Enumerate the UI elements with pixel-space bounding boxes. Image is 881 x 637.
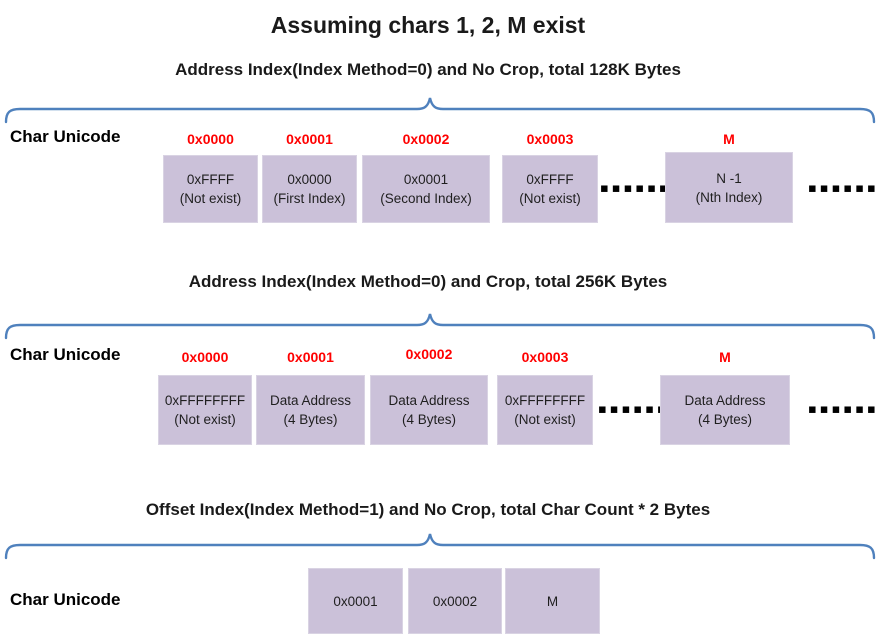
memory-cell: 0xFFFFFFFF (Not exist)	[497, 375, 593, 445]
cell-value: Data Address	[269, 393, 352, 408]
unicode-label: 0x0001	[286, 131, 333, 147]
cell-value: 0xFFFFFFFF	[504, 393, 586, 408]
ellipsis-dots: ▪▪▪▪▪▪	[808, 181, 879, 196]
memory-cell: Data Address (4 Bytes)	[256, 375, 365, 445]
memory-cell: Data Address (4 Bytes)	[660, 375, 790, 445]
diagram-title: Assuming chars 1, 2, M exist	[270, 12, 586, 38]
unicode-label: 0x0003	[521, 349, 569, 365]
overbrace-icon	[4, 97, 876, 124]
memory-cell: 0x0000 (First Index)	[262, 155, 357, 223]
section1-header: Address Index(Index Method=0) and No Cro…	[175, 60, 681, 79]
cell-value: 0xFFFFFFFF	[164, 393, 246, 408]
cell-value: N -1	[716, 170, 742, 186]
cell-value: 0x0000	[287, 172, 332, 187]
memory-cell: Data Address (4 Bytes)	[370, 375, 488, 445]
cell-caption: (4 Bytes)	[697, 412, 752, 427]
cell-value: Data Address	[684, 393, 766, 408]
cell-caption: (Not exist)	[174, 412, 236, 427]
memory-cell: M	[505, 568, 600, 634]
cell-value: 0xFFFF	[186, 172, 235, 187]
cell-caption: (4 Bytes)	[401, 412, 456, 427]
memory-cell: 0x0001	[308, 568, 403, 634]
ellipsis-dots: ▪▪▪▪▪▪	[598, 402, 669, 417]
ellipsis-dots: ▪▪▪▪▪▪	[808, 402, 879, 417]
unicode-label: M	[719, 349, 731, 365]
cell-value: M	[546, 593, 559, 609]
memory-cell: N -1 (Nth Index)	[665, 152, 793, 223]
unicode-label: 0x0000	[187, 131, 234, 147]
cell-caption: (Not exist)	[514, 412, 576, 427]
cell-caption: (Second Index)	[380, 191, 472, 206]
cell-value: 0x0001	[333, 593, 378, 609]
section2-row-label: Char Unicode	[10, 345, 121, 364]
cell-caption: (Not exist)	[179, 191, 242, 206]
cell-value: 0xFFFF	[526, 172, 574, 187]
unicode-label: 0x0000	[181, 349, 229, 365]
overbrace-icon	[4, 313, 876, 340]
section2-header: Address Index(Index Method=0) and Crop, …	[188, 272, 668, 291]
ellipsis-dots: ▪▪▪▪▪▪	[600, 181, 671, 196]
cell-caption: (4 Bytes)	[283, 412, 338, 427]
memory-cell: 0xFFFFFFFF (Not exist)	[158, 375, 252, 445]
section3-header: Offset Index(Index Method=1) and No Crop…	[145, 500, 711, 519]
memory-cell: 0x0002	[408, 568, 502, 634]
section3-row-label: Char Unicode	[10, 590, 121, 609]
cell-caption: (Nth Index)	[695, 189, 763, 205]
cell-caption: (First Index)	[273, 191, 346, 206]
memory-cell: 0x0001 (Second Index)	[362, 155, 490, 223]
section1-row-label: Char Unicode	[10, 127, 121, 146]
cell-value: Data Address	[388, 393, 470, 408]
cell-caption: (Not exist)	[519, 191, 581, 206]
unicode-label: 0x0002	[402, 131, 450, 147]
cell-value: 0x0001	[403, 172, 449, 187]
unicode-label: 0x0003	[526, 131, 574, 147]
unicode-label: 0x0002	[405, 346, 453, 362]
cell-value: 0x0002	[432, 593, 478, 609]
overbrace-icon	[4, 533, 876, 560]
memory-cell: 0xFFFF (Not exist)	[502, 155, 598, 223]
unicode-label: 0x0001	[287, 349, 334, 365]
unicode-label: M	[723, 131, 735, 147]
memory-cell: 0xFFFF (Not exist)	[163, 155, 258, 223]
